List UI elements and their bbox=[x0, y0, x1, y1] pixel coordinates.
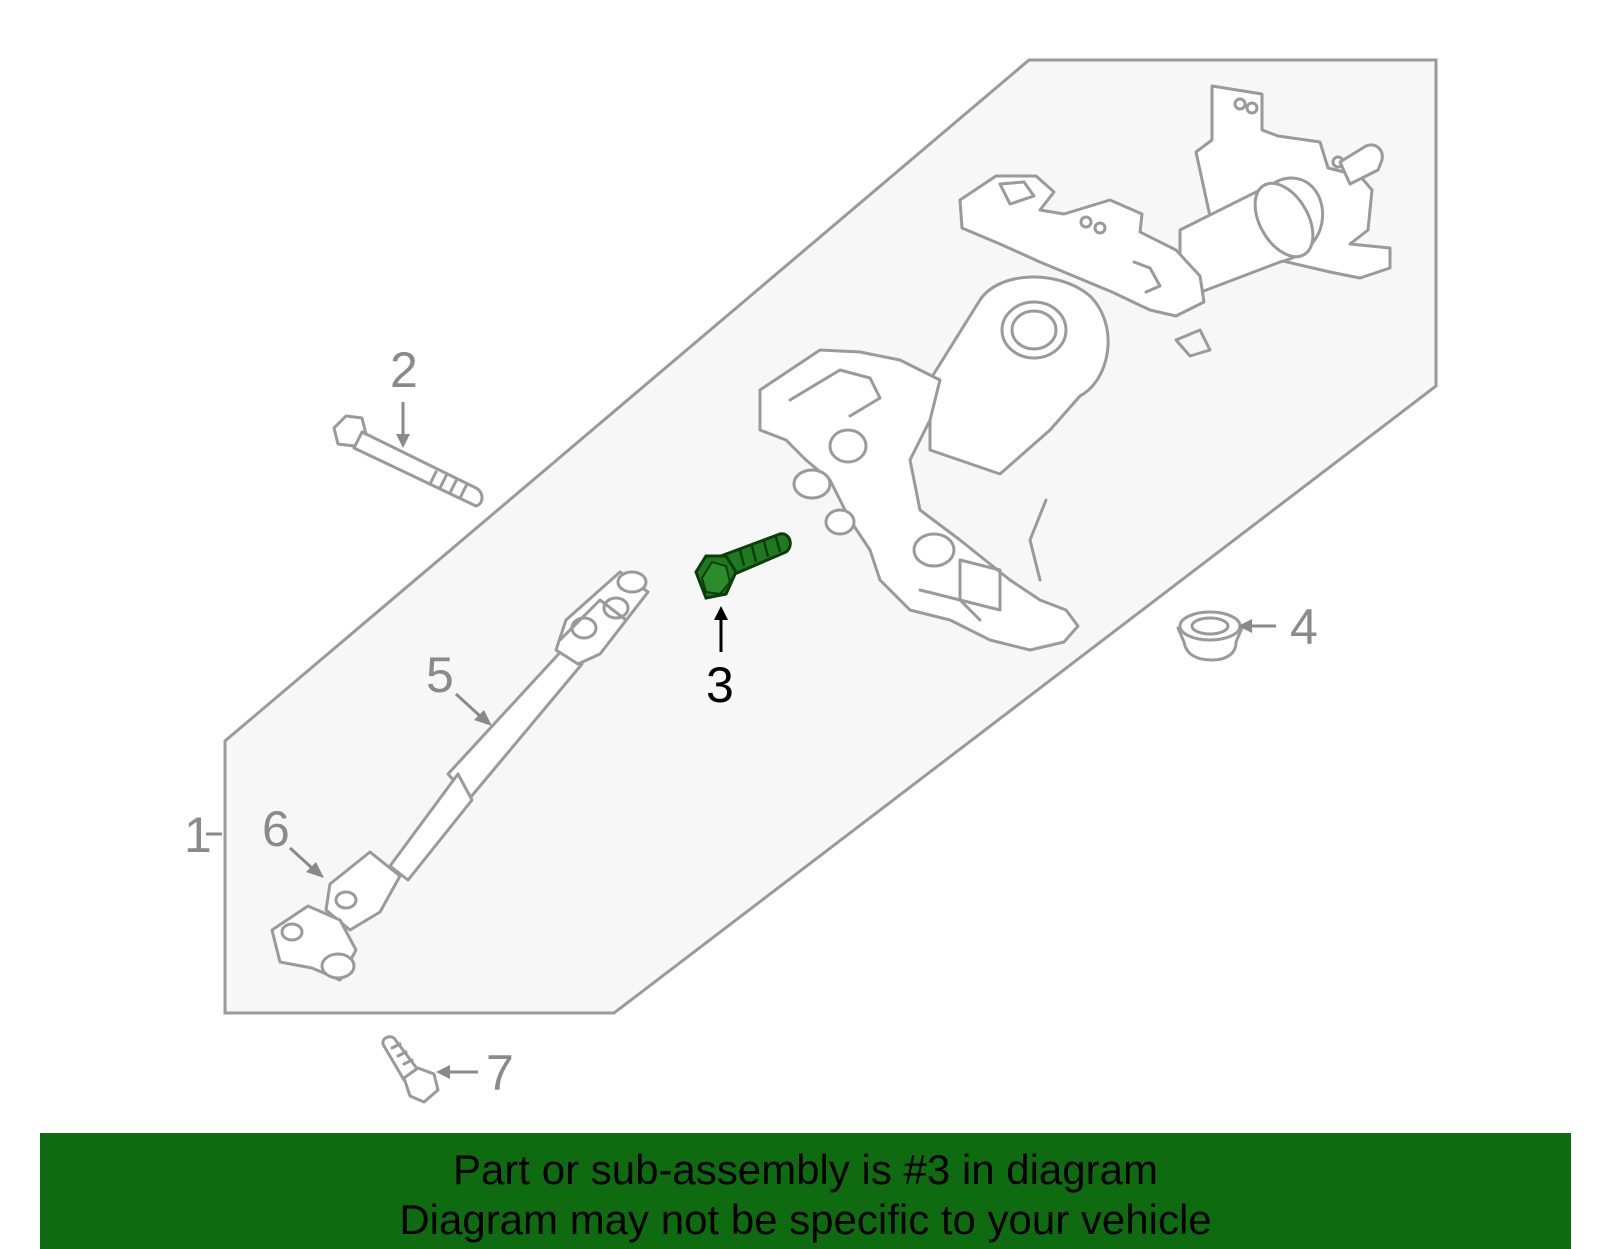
callout-1: 1 bbox=[184, 807, 212, 863]
part-6-universal-joint bbox=[270, 850, 402, 982]
callout-3: 3 bbox=[706, 657, 734, 713]
part-5-intermediate-shaft bbox=[388, 570, 650, 882]
banner-line-1: Part or sub-assembly is #3 in diagram bbox=[453, 1146, 1158, 1193]
callout-5: 5 bbox=[426, 647, 454, 703]
part-4-nut bbox=[1176, 610, 1244, 662]
callout-7: 7 bbox=[486, 1045, 514, 1101]
callout-2: 2 bbox=[390, 342, 418, 398]
part-2-bolt bbox=[332, 414, 484, 508]
steering-column-drawing bbox=[758, 84, 1392, 652]
callout-4: 4 bbox=[1290, 599, 1318, 655]
banner-line-2: Diagram may not be specific to your vehi… bbox=[399, 1196, 1212, 1243]
callout-6: 6 bbox=[262, 801, 290, 857]
leader-arrows bbox=[206, 402, 1276, 1079]
part-7-bolt bbox=[381, 1035, 440, 1104]
info-banner: Part or sub-assembly is #3 in diagram Di… bbox=[40, 1133, 1571, 1249]
part-3-bolt-highlighted bbox=[694, 532, 792, 600]
